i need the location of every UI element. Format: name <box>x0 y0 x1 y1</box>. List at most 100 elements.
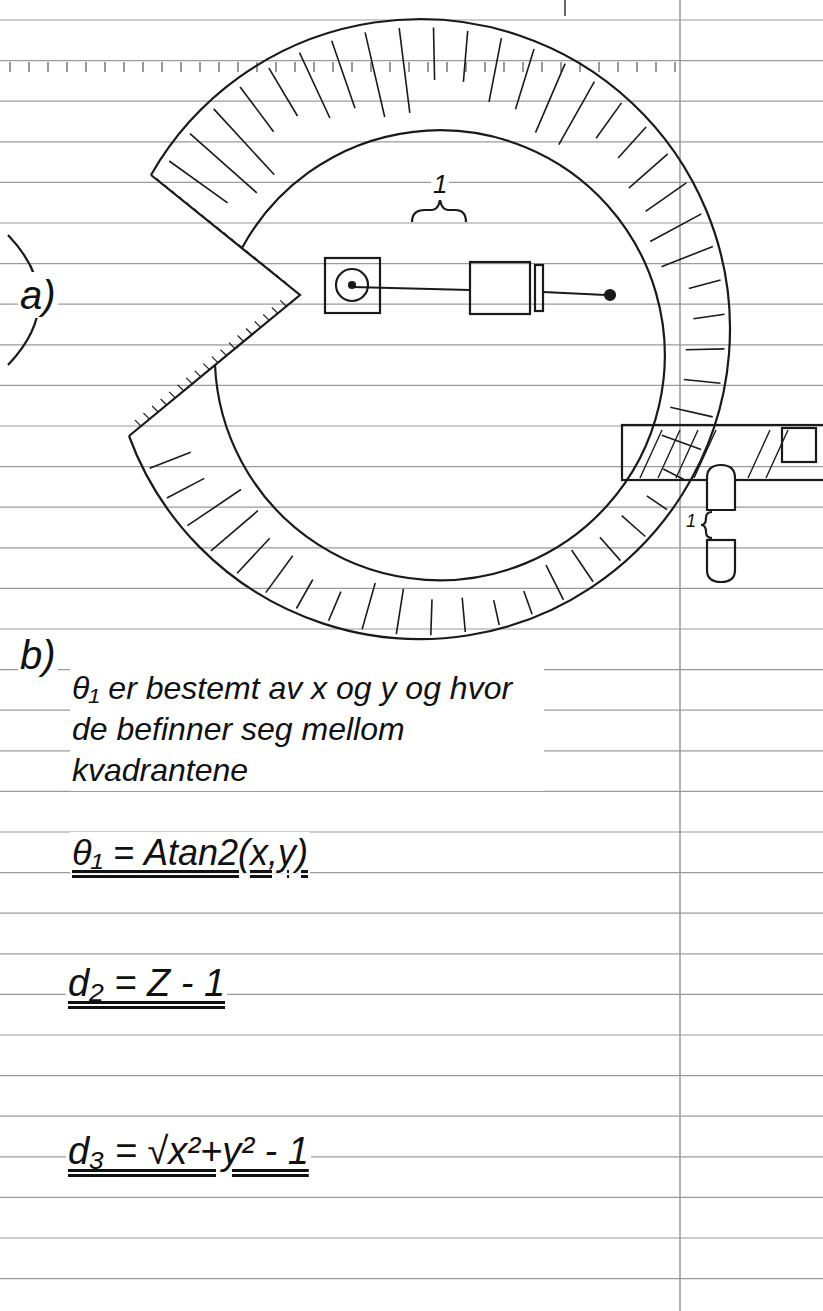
mouth-tick <box>194 209 200 215</box>
mouth-tick <box>144 413 150 419</box>
hatch-stroke <box>516 49 535 109</box>
ruler-tick <box>161 62 162 72</box>
mouth-tick <box>186 378 192 384</box>
ruler-tick <box>294 62 295 72</box>
ruler-tick <box>85 62 86 72</box>
hatch-stroke <box>524 591 532 614</box>
ruler-tick <box>370 62 371 72</box>
mouth-tick <box>276 275 282 281</box>
hatch-stroke <box>663 469 686 481</box>
mouth-tick <box>284 281 290 287</box>
ruler-tick <box>313 62 314 72</box>
mouth-tick <box>239 245 245 251</box>
ruler-tick <box>351 62 352 72</box>
mouth-edge <box>129 175 300 436</box>
mouth-tick <box>246 329 252 335</box>
equation: d₃ = √x²+y² - 1 <box>66 1130 311 1174</box>
base-circle <box>336 269 368 301</box>
hatching <box>150 28 725 636</box>
ruled-line <box>0 304 823 305</box>
robot-arm <box>325 200 615 314</box>
ruler-tick <box>598 62 599 72</box>
mouth-tick <box>178 385 184 391</box>
hatch-stroke <box>618 127 646 158</box>
side-hatching <box>640 430 788 478</box>
ruler-tick <box>427 62 428 72</box>
hatch-stroke <box>546 565 564 600</box>
hatch-stroke <box>150 452 191 468</box>
base-joint <box>325 258 380 313</box>
ruler-tick <box>655 62 656 72</box>
hatch-stroke <box>647 496 667 510</box>
mouth-tick <box>231 239 237 245</box>
margin-line <box>679 0 681 1311</box>
ruler-tick <box>123 62 124 72</box>
gap-line <box>707 539 735 541</box>
link <box>352 287 470 290</box>
prismatic-joint <box>470 262 530 314</box>
side-hatch <box>766 430 788 478</box>
hatch-stroke <box>167 478 204 498</box>
mouth-tick <box>202 215 208 221</box>
mouth-tick <box>164 185 170 191</box>
hatch-stroke <box>684 380 721 384</box>
hatch-stroke <box>169 161 227 203</box>
ruler-tick <box>275 62 276 72</box>
hatch-stroke <box>332 41 355 109</box>
ruler-tick <box>256 62 257 72</box>
mouth-tick <box>135 420 141 426</box>
mouth-tick <box>161 399 167 405</box>
note-text: θ₁ er bestemt av x og y og hvor de befin… <box>70 668 544 791</box>
upper-cylinder <box>707 465 735 510</box>
mouth-tick <box>263 314 269 320</box>
ruler-tick <box>503 62 504 72</box>
mouth-tick <box>238 336 244 342</box>
hatch-stroke <box>686 348 725 350</box>
mouth-tick <box>187 203 193 209</box>
tool-link <box>543 292 606 295</box>
workspace-outline <box>129 19 730 639</box>
part-label: b) <box>18 632 58 678</box>
ruler-tick <box>484 62 485 72</box>
hatch-stroke <box>622 516 646 537</box>
ruled-line <box>0 1116 823 1117</box>
ruler-tick <box>66 62 67 72</box>
ruled-line <box>0 1237 823 1238</box>
hatch-stroke <box>434 28 435 80</box>
ruler-tick <box>28 62 29 72</box>
ruler-tick <box>636 62 637 72</box>
hatch-stroke <box>362 583 375 629</box>
side-hatch <box>676 430 698 478</box>
hatch-stroke <box>190 134 257 193</box>
hatch-stroke <box>399 28 410 113</box>
hatch-stroke <box>396 589 403 634</box>
part-label: a) <box>18 272 58 318</box>
lower-cylinder <box>707 540 735 582</box>
mouth-tick <box>221 350 227 356</box>
ruled-line <box>0 1034 823 1035</box>
ruled-line <box>0 182 823 183</box>
mouth-tick <box>169 392 175 398</box>
bracket <box>412 200 466 222</box>
hatch-stroke <box>240 87 274 132</box>
mouth-tick <box>217 227 223 233</box>
hatch-stroke <box>300 53 330 118</box>
ruled-line <box>0 344 823 345</box>
flange <box>535 265 543 311</box>
ruler-tick <box>142 62 143 72</box>
ruled-line <box>0 141 823 142</box>
ruler-tick <box>180 62 181 72</box>
side-hatch <box>640 430 662 478</box>
ruled-line <box>0 507 823 508</box>
hatch-stroke <box>559 82 595 145</box>
outer-arc <box>129 19 730 639</box>
hatch-stroke <box>494 600 500 625</box>
hatch-stroke <box>489 38 501 102</box>
page-mark <box>564 0 566 16</box>
side-bracket <box>701 512 712 538</box>
side-view <box>622 425 823 582</box>
hatch-stroke <box>646 183 687 211</box>
equation: θ₁ = Atan2(x,y) <box>70 832 310 873</box>
mouth-tick <box>269 269 275 275</box>
